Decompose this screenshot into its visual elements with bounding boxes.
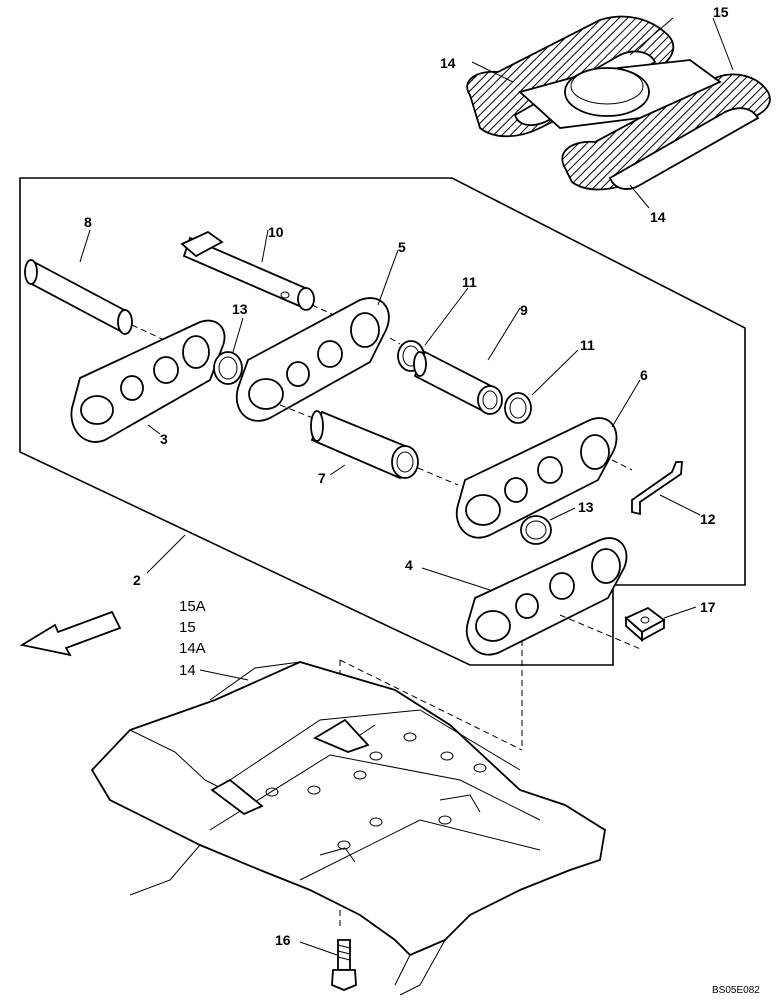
shoe-variant-14a: 14A (179, 640, 206, 657)
bolt-16 (331, 939, 357, 991)
callout-4: 4 (405, 557, 413, 573)
callout-14-right: 14 (650, 209, 666, 225)
callout-9: 9 (520, 302, 528, 318)
seal-13-lower (520, 515, 552, 545)
callout-15-top: 15 (713, 4, 729, 20)
shoe-variant-14: 14 (179, 662, 196, 679)
link-4 (465, 537, 628, 656)
seal-13-upper (213, 351, 243, 385)
clip-12 (631, 461, 683, 516)
callout-7: 7 (318, 470, 326, 486)
shoe-variant-15: 15 (179, 619, 196, 636)
callout-5: 5 (398, 239, 406, 255)
direction-arrow (19, 610, 122, 657)
bushing-7 (310, 410, 419, 480)
callout-16: 16 (275, 932, 291, 948)
callout-17: 17 (700, 599, 716, 615)
drawing-code: BS05E082 (712, 985, 760, 996)
link-5 (235, 297, 390, 422)
spacer-11-b (504, 392, 532, 424)
nut-17 (624, 606, 666, 642)
callout-12: 12 (700, 511, 716, 527)
bushing-9 (413, 350, 503, 415)
callout-11-b: 11 (580, 337, 595, 353)
callout-10: 10 (268, 224, 284, 240)
callout-11-a: 11 (462, 274, 477, 290)
callout-13-b: 13 (578, 499, 594, 515)
link-3 (70, 319, 226, 443)
callout-3: 3 (160, 431, 168, 447)
link-6 (455, 417, 618, 539)
master-link-assembly (466, 15, 771, 191)
callout-14-top: 14 (440, 55, 456, 71)
master-pin-10 (180, 230, 315, 311)
callout-8: 8 (84, 214, 92, 230)
callout-13-a: 13 (232, 301, 248, 317)
track-shoe (90, 661, 606, 996)
pin-8 (24, 259, 133, 335)
callout-2: 2 (133, 572, 141, 588)
callout-6: 6 (640, 367, 648, 383)
shoe-variant-15a: 15A (179, 598, 206, 615)
